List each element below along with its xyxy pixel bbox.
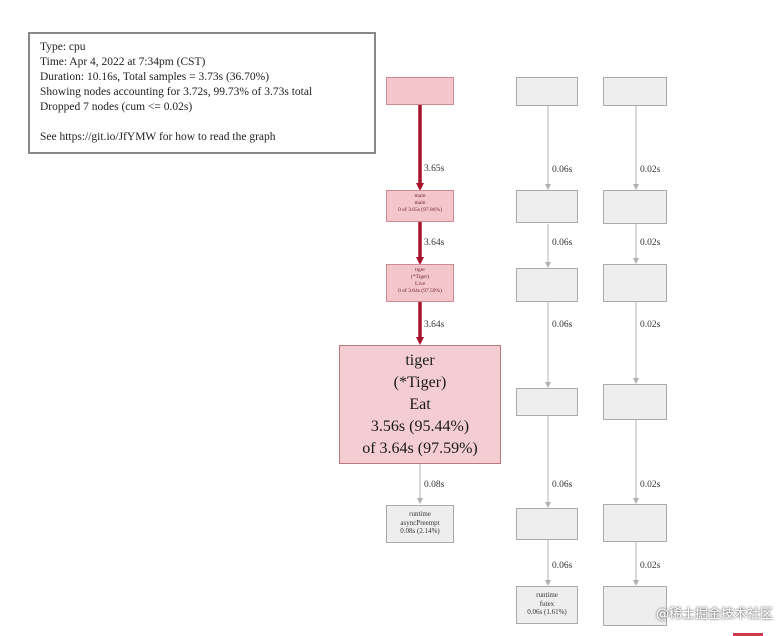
node-tiger-eat-cum: of 3.64s (97.59%) — [362, 440, 478, 457]
node-runtime-main[interactable] — [386, 77, 454, 105]
node-main-main-pkg: main — [414, 193, 426, 199]
edge-label-col2-1: 0.06s — [552, 165, 573, 175]
node-futex-pkg: runtime — [536, 591, 558, 599]
edge-label-col3-1: 0.02s — [640, 165, 661, 175]
node-tiger-live[interactable]: tiger (*Tiger) Live 0 of 3.64s (97.59%) — [386, 264, 454, 302]
node-col2-3[interactable] — [516, 268, 578, 302]
node-tiger-eat[interactable]: tiger (*Tiger) Eat 3.56s (95.44%) of 3.6… — [339, 345, 501, 464]
node-col3-3[interactable] — [603, 264, 667, 302]
node-tiger-live-type: (*Tiger) — [410, 274, 430, 280]
legend-duration: Duration: 10.16s, Total samples = 3.73s … — [40, 71, 270, 83]
node-main-main-func: main — [414, 200, 426, 206]
node-col3-5[interactable] — [603, 504, 667, 542]
edge-label-col3-3: 0.02s — [640, 320, 661, 330]
edge-label-col2-3: 0.06s — [552, 320, 573, 330]
node-main-main[interactable]: main main 0 of 3.65s (97.86%) — [386, 190, 454, 222]
node-async-value: 0.08s (2.14%) — [400, 527, 440, 535]
legend-showing: Showing nodes accounting for 3.72s, 99.7… — [40, 86, 313, 98]
node-col3-4[interactable] — [603, 384, 667, 420]
node-tiger-eat-func: Eat — [409, 396, 431, 413]
graph-legend: Type: cpu Time: Apr 4, 2022 at 7:34pm (C… — [28, 32, 376, 154]
node-col3-1[interactable] — [603, 77, 667, 106]
legend-dropped: Dropped 7 nodes (cum <= 0.02s) — [40, 101, 193, 113]
legend-type: Type: cpu — [40, 41, 86, 53]
node-runtime-futex[interactable]: runtime futex 0.06s (1.61%) — [516, 586, 578, 624]
node-futex-func: futex — [539, 599, 555, 608]
edge-label-live: 3.64s — [424, 238, 445, 248]
node-tiger-live-func: Live — [414, 281, 426, 287]
edge-label-col2-5: 0.06s — [552, 561, 573, 571]
edge-label-async: 0.08s — [424, 480, 445, 490]
edge-label-col2-4: 0.06s — [552, 480, 573, 490]
node-async-pkg: runtime — [409, 510, 431, 518]
edge-label-col3-2: 0.02s — [640, 238, 661, 248]
node-main-main-value: 0 of 3.65s (97.86%) — [398, 207, 442, 213]
node-futex-value: 0.06s (1.61%) — [527, 608, 567, 616]
edge-label-main: 3.65s — [424, 164, 445, 174]
legend-time: Time: Apr 4, 2022 at 7:34pm (CST) — [40, 56, 206, 68]
node-col2-5[interactable] — [516, 508, 578, 540]
node-async-func: asyncPreempt — [400, 518, 440, 527]
node-tiger-eat-type: (*Tiger) — [393, 374, 447, 391]
node-tiger-live-pkg: tiger — [414, 267, 426, 273]
node-tiger-live-value: 0 of 3.64s (97.59%) — [398, 288, 442, 294]
node-col2-2[interactable] — [516, 190, 578, 223]
node-tiger-eat-pkg: tiger — [405, 352, 435, 369]
accent-bar — [733, 633, 763, 636]
node-tiger-eat-flat: 3.56s (95.44%) — [370, 418, 470, 435]
edge-label-col2-2: 0.06s — [552, 238, 573, 248]
node-col2-1[interactable] — [516, 77, 578, 106]
edge-label-col3-5: 0.02s — [640, 561, 661, 571]
edge-label-eat: 3.64s — [424, 320, 445, 330]
node-runtime-async-preempt[interactable]: runtime asyncPreempt 0.08s (2.14%) — [386, 505, 454, 543]
node-col3-2[interactable] — [603, 190, 667, 224]
legend-help-link[interactable]: See https://git.io/JfYMW for how to read… — [40, 131, 276, 143]
edge-label-col3-4: 0.02s — [640, 480, 661, 490]
node-col2-4[interactable] — [516, 388, 578, 416]
watermark-text: @稀土掘金技术社区 — [655, 607, 773, 622]
node-col3-6[interactable] — [603, 586, 667, 626]
